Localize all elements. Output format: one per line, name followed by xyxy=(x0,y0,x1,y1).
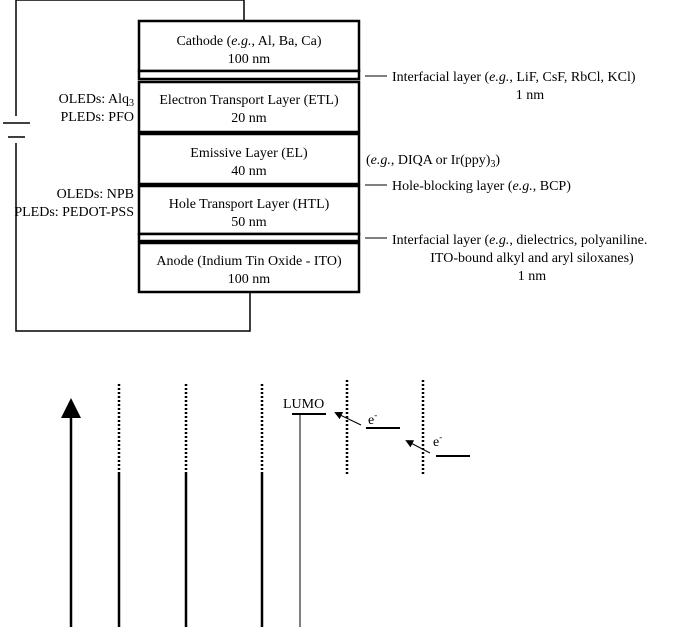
electron-arrow-2 xyxy=(405,440,431,454)
etl-thickness: 20 nm xyxy=(231,111,267,126)
electron-label-2: e- xyxy=(433,432,442,450)
htl-oled-material: OLEDs: NPB xyxy=(57,187,134,202)
energy-diagram xyxy=(61,380,470,627)
interfacial-top-thickness: 1 nm xyxy=(516,88,545,103)
lumo-label: LUMO xyxy=(283,397,324,412)
etl-layer xyxy=(137,80,361,134)
etl-oled-material: OLEDs: Alq3 xyxy=(59,92,134,109)
cathode-name: Cathode (e.g., Al, Ba, Ca) xyxy=(176,34,321,49)
interfacial-bottom-thickness: 1 nm xyxy=(518,269,547,284)
cathode-thickness: 100 nm xyxy=(228,52,271,67)
interfacial-layer-top xyxy=(137,69,361,81)
anode-layer xyxy=(137,241,361,294)
circuit-wire-bottom xyxy=(15,143,251,332)
htl-thickness: 50 nm xyxy=(231,215,267,230)
interfacial-layer-bottom xyxy=(137,232,361,243)
electron-label-1: e- xyxy=(368,410,377,428)
el-name: Emissive Layer (EL) xyxy=(190,146,308,161)
htl-layer xyxy=(137,184,361,236)
el-thickness: 40 nm xyxy=(231,164,267,179)
interfacial-top-label: Interfacial layer (e.g., LiF, CsF, RbCl,… xyxy=(392,70,636,85)
electron-arrow-1 xyxy=(334,411,362,426)
htl-pled-material: PLEDs: PEDOT-PSS xyxy=(14,205,134,220)
interfacial-bottom-line2: ITO-bound alkyl and aryl siloxanes) xyxy=(430,251,634,266)
interfacial-bottom-label: Interfacial layer (e.g., dielectrics, po… xyxy=(392,233,647,248)
anode-thickness: 100 nm xyxy=(228,272,271,287)
etl-pled-material: PLEDs: PFO xyxy=(60,110,134,125)
htl-name: Hole Transport Layer (HTL) xyxy=(169,197,330,212)
etl-name: Electron Transport Layer (ETL) xyxy=(159,93,339,108)
anode-name: Anode (Indium Tin Oxide - ITO) xyxy=(156,254,342,269)
layer-stack xyxy=(137,19,361,294)
emitter-examples: (e.g., DIQA or Ir(ppy)3) xyxy=(366,153,500,170)
cathode-layer xyxy=(137,19,361,73)
hole-blocking-label: Hole-blocking layer (e.g., BCP) xyxy=(392,179,571,194)
